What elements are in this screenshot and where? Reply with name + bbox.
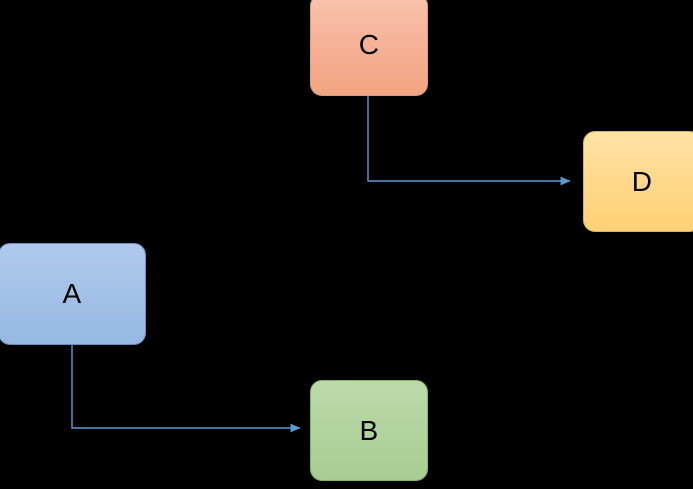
edge-c-d[interactable] [367,96,571,186]
node-d[interactable]: D [583,131,693,232]
node-b[interactable]: B [310,380,428,481]
edge-a-b[interactable] [71,345,301,433]
node-d-label: D [631,165,653,197]
node-c-label: C [358,29,380,60]
node-b-label: B [359,414,379,446]
node-a-label: A [62,278,82,309]
node-c[interactable]: C [310,0,428,96]
node-a[interactable]: A [0,243,146,345]
